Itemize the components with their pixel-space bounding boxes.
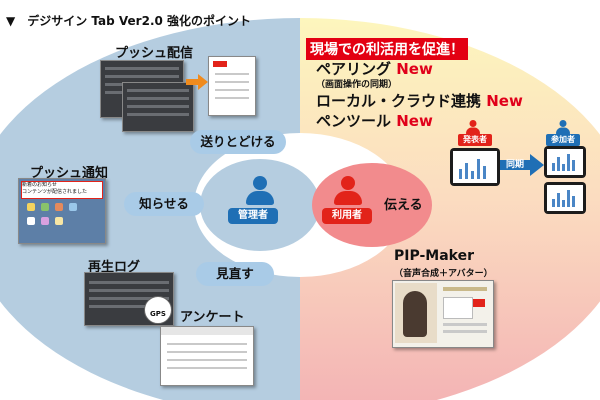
sync-arrow-icon: [500, 154, 544, 176]
local-cloud-label: ローカル・クラウド連携: [316, 92, 482, 110]
admin-badge: 管理者: [228, 208, 278, 224]
notification-detail: コンテンツが配信されました: [22, 189, 88, 195]
push-notification-screenshot: 新着のお知らせ コンテンツが配信されました: [18, 178, 106, 244]
convey-action-label: 伝える: [384, 198, 423, 213]
playback-log-label: 再生ログ: [88, 260, 141, 275]
send-action-pill: 送りとどける: [190, 130, 286, 154]
push-delivery-label: プッシュ配信: [115, 46, 194, 61]
feature-pen-tool: ペンツール New: [316, 110, 433, 131]
push-notification-label: プッシュ通知: [30, 166, 109, 181]
right-panel-title: 現場での利活用を促進！: [306, 38, 468, 60]
page-title: ▼ デジサイン Tab Ver2.0 強化のポイント: [6, 14, 252, 28]
pairing-new-badge: New: [396, 60, 433, 78]
participant-person-icon: [556, 120, 570, 135]
user-person-icon: [334, 176, 362, 206]
pairing-label: ペアリング: [316, 60, 392, 78]
pairing-subtitle: （画面操作の同期）: [316, 80, 398, 90]
presenter-tablet: [450, 148, 500, 186]
arrow-right-icon: [186, 74, 208, 90]
participant-tablet-1: [544, 146, 586, 178]
feature-pairing: ペアリング New: [316, 58, 433, 79]
pen-tool-new-badge: New: [396, 112, 433, 130]
pip-maker-label: PIP-Maker: [394, 248, 475, 264]
pip-maker-subtitle: （音声合成＋アバター）: [394, 269, 493, 279]
gps-label: GPS: [150, 310, 166, 318]
presenter-person-icon: [466, 120, 480, 135]
push-delivery-screenshot-front: [122, 82, 194, 132]
pen-tool-label: ペンツール: [316, 112, 392, 130]
gps-icon: GPS: [144, 296, 172, 324]
right-half-ellipse: [300, 18, 600, 400]
participant-tablet-2: [544, 182, 586, 214]
user-badge: 利用者: [322, 208, 372, 224]
local-cloud-new-badge: New: [486, 92, 523, 110]
avatar-figure: [403, 291, 427, 337]
pip-maker-screenshot: [392, 280, 494, 348]
participant-tag: 参加者: [546, 134, 580, 146]
presenter-tag: 発表者: [458, 134, 492, 146]
notification-title: 新着のお知らせ: [22, 182, 57, 188]
feature-local-cloud: ローカル・クラウド連携 New: [316, 90, 523, 111]
push-delivery-phone-screen: [208, 56, 256, 116]
survey-screenshot: [160, 326, 254, 386]
review-action-pill: 見直す: [196, 262, 274, 286]
notify-action-pill: 知らせる: [124, 192, 204, 216]
admin-person-icon: [246, 176, 274, 206]
admin-circle: [200, 159, 320, 251]
sync-label: 同期: [506, 160, 525, 170]
survey-label: アンケート: [180, 310, 245, 325]
